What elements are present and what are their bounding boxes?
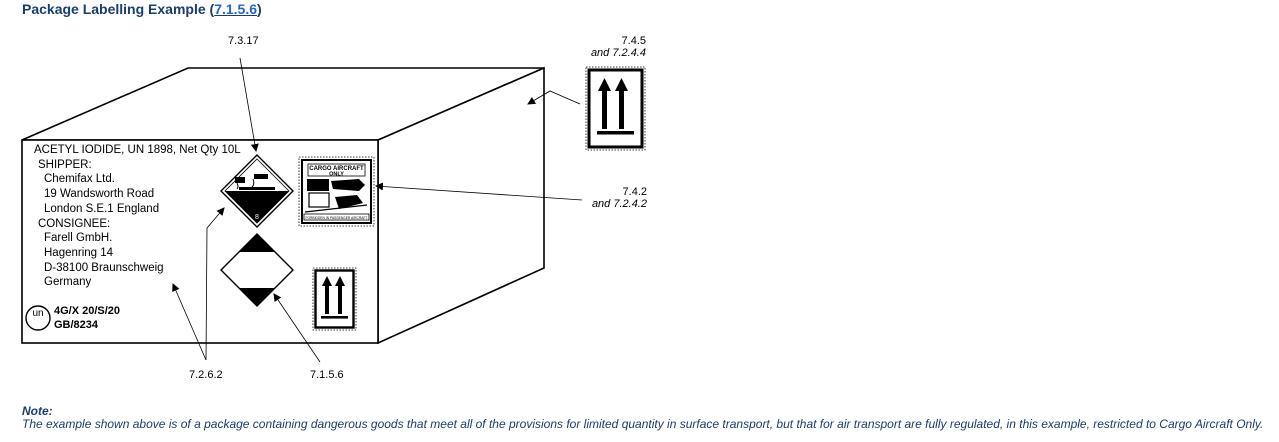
pointer-7-2-6-2-b: [172, 283, 207, 361]
orientation-label-small: [312, 267, 357, 331]
un-packaging-symbol: un: [25, 305, 51, 331]
pointer-7-2-6-2-a: [205, 207, 225, 361]
callout-7-2-6-2: 7.2.6.2: [189, 369, 223, 381]
shipper-label: SHIPPER:: [38, 158, 92, 171]
corrosive-class-number: 8: [255, 214, 259, 221]
un-symbol-text: un: [32, 308, 43, 319]
callout-7-4-2: 7.4.2 and 7.2.4.2: [580, 186, 647, 210]
consignee-line: Hagenring 14: [44, 246, 114, 259]
cargo-label-line1: CARGO AIRCRAFT: [309, 166, 364, 172]
callout-7-4-5: 7.4.5 and 7.2.4.4: [580, 35, 646, 59]
pointer-7-1-5-6: [273, 293, 321, 363]
cargo-label-footer: FORBIDDEN IN PASSENGER AIRCRAFT: [305, 216, 367, 220]
shipper-line: 19 Wandsworth Road: [44, 188, 155, 201]
callout-7-4-5-line1: 7.4.5: [621, 35, 646, 47]
limited-quantity-mark: [220, 233, 294, 307]
shipper-line: London S.E.1 England: [44, 202, 160, 215]
consignee-line: D-38100 Braunschweig: [44, 261, 164, 274]
page-title-prefix: Package Labelling Example (: [22, 1, 215, 17]
pointer-7-3-17: [239, 57, 259, 152]
page-title: Package Labelling Example (7.1.5.6): [22, 1, 262, 17]
pointer-orientation-top: [527, 90, 581, 105]
callout-7-4-2-line1: 7.4.2: [622, 186, 647, 198]
note-text: The example shown above is of a package …: [22, 417, 1264, 431]
callout-7-4-2-line2: and 7.2.4.2: [591, 198, 647, 210]
consignee-label: CONSIGNEE:: [38, 217, 111, 230]
un-specification-code: 4G/X 20/S/20 GB/8234: [54, 304, 120, 332]
note-title: Note:: [22, 404, 53, 418]
pointer-7-4-2: [375, 182, 583, 201]
cargo-label-line2: ONLY: [329, 172, 344, 178]
callout-7-4-5-line2: and 7.2.4.4: [590, 47, 646, 59]
un-code-line2: GB/8234: [54, 319, 99, 331]
callout-7-1-5-6: 7.1.5.6: [310, 369, 344, 381]
consignee-line: Farell GmbH.: [44, 232, 113, 245]
un-code-line1: 4G/X 20/S/20: [54, 305, 121, 317]
package-title: ACETYL IODIDE, UN 1898, Net Qty 10L: [34, 144, 241, 156]
corrosive-label: 8: [220, 154, 294, 228]
orientation-label-large: [585, 66, 646, 151]
shipper-line: Chemifax Ltd.: [44, 173, 115, 186]
consignee-line: Germany: [44, 276, 92, 289]
section-link[interactable]: 7.1.5.6: [214, 1, 258, 17]
cargo-aircraft-only-label: CARGO AIRCRAFT ONLY FORBIDDEN IN PASSENG…: [298, 156, 375, 227]
package-address-block: ACETYL IODIDE, UN 1898, Net Qty 10L SHIP…: [34, 143, 241, 290]
callout-7-3-17: 7.3.17: [228, 35, 259, 47]
page-title-suffix: ): [257, 1, 262, 17]
